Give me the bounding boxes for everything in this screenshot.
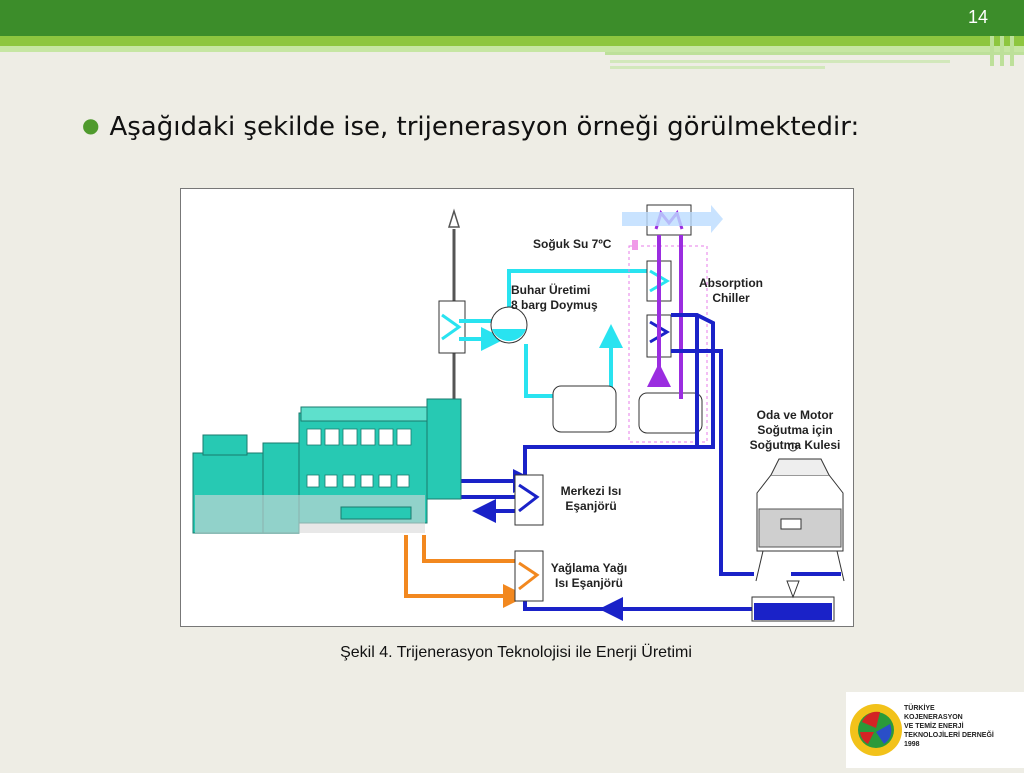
- central-heat-exchanger: [514, 474, 544, 526]
- label-oil-hx-line1: Yağlama Yağı: [550, 561, 628, 575]
- decor-line: [610, 60, 950, 63]
- condensate-tank: [552, 385, 617, 433]
- trigeneration-diagram: Soğuk Su 7ºC Buhar Üretimi 8 barg Doymuş…: [180, 188, 854, 627]
- chilled-water-arrow: [622, 205, 723, 233]
- decor-line: [610, 66, 825, 69]
- steam-drum: [490, 306, 528, 344]
- lube-oil-circuit: [404, 535, 527, 608]
- label-central-hx-line1: Merkezi Isı: [560, 484, 622, 498]
- logo-line3: VE TEMİZ ENERJİ: [904, 723, 964, 730]
- bullet-item: ● Aşağıdaki şekilde ise, trijenerasyon ör…: [82, 112, 859, 142]
- logo-line1: TÜRKİYE: [904, 705, 935, 712]
- label-chiller-line2: Chiller: [712, 291, 750, 305]
- cold-water-marker: [632, 240, 638, 250]
- bullet-icon: ●: [82, 113, 100, 137]
- label-steam-line1: Buhar Üretimi: [511, 283, 591, 297]
- label-oil-hx: Yağlama Yağı Isı Eşanjörü: [539, 561, 639, 591]
- logo-line5: 1998: [904, 741, 920, 748]
- diagram-canvas: [192, 204, 845, 622]
- label-absorption-chiller: Absorption Chiller: [686, 276, 776, 306]
- lube-oil-heat-exchanger: [514, 550, 544, 602]
- decor-bar: [1010, 36, 1014, 66]
- title-bar-accent-light: [0, 46, 1024, 52]
- slide-number: 14: [967, 7, 988, 27]
- label-chiller-line1: Absorption: [699, 276, 763, 290]
- bullet-text: Aşağıdaki şekilde ise, trijenerasyon örn…: [109, 112, 860, 142]
- absorption-chiller-boundary: [628, 245, 708, 443]
- logo-line4: TEKNOLOJİLERİ DERNEĞİ: [904, 732, 994, 739]
- logo-line2: KOJENERASYON: [904, 714, 963, 721]
- decor-line: [605, 52, 1024, 55]
- label-cooling-line1: Oda ve Motor: [756, 408, 834, 422]
- decor-bar: [990, 36, 994, 66]
- cooling-tower: [751, 442, 845, 622]
- association-logo: TÜRKİYE KOJENERASYON VE TEMİZ ENERJİ TEKNOL…: [846, 692, 1024, 768]
- engine-generator-set: [192, 398, 462, 534]
- label-oil-hx-line2: Isı Eşanjörü: [554, 576, 624, 590]
- logo-text: TÜRKİYE KOJENERASYON VE TEMİZ ENERJİ TEKNOL…: [904, 704, 994, 749]
- logo-emblem: [850, 704, 902, 756]
- label-cooling-tower: Oda ve Motor Soğutma için Soğutma Kulesi: [737, 408, 853, 453]
- decor-bar: [1000, 36, 1004, 66]
- label-central-hx: Merkezi Isı Eşanjörü: [545, 484, 637, 514]
- chiller-tank: [638, 392, 703, 434]
- figure-caption: Şekil 4. Trijenerasyon Teknolojisi ile E…: [340, 644, 692, 661]
- title-bar-accent: [0, 36, 1024, 46]
- exhaust-heat-exchanger: [438, 300, 466, 354]
- label-central-hx-line2: Eşanjörü: [565, 499, 617, 513]
- label-steam-production: Buhar Üretimi 8 barg Doymuş: [511, 283, 615, 313]
- label-steam-line2: 8 barg Doymuş: [511, 298, 598, 312]
- label-cooling-line2: Soğutma için: [757, 423, 833, 437]
- title-bar: [0, 0, 1024, 36]
- label-cooling-line3: Soğutma Kulesi: [749, 438, 841, 452]
- label-cold-water: Soğuk Su 7ºC: [533, 237, 612, 251]
